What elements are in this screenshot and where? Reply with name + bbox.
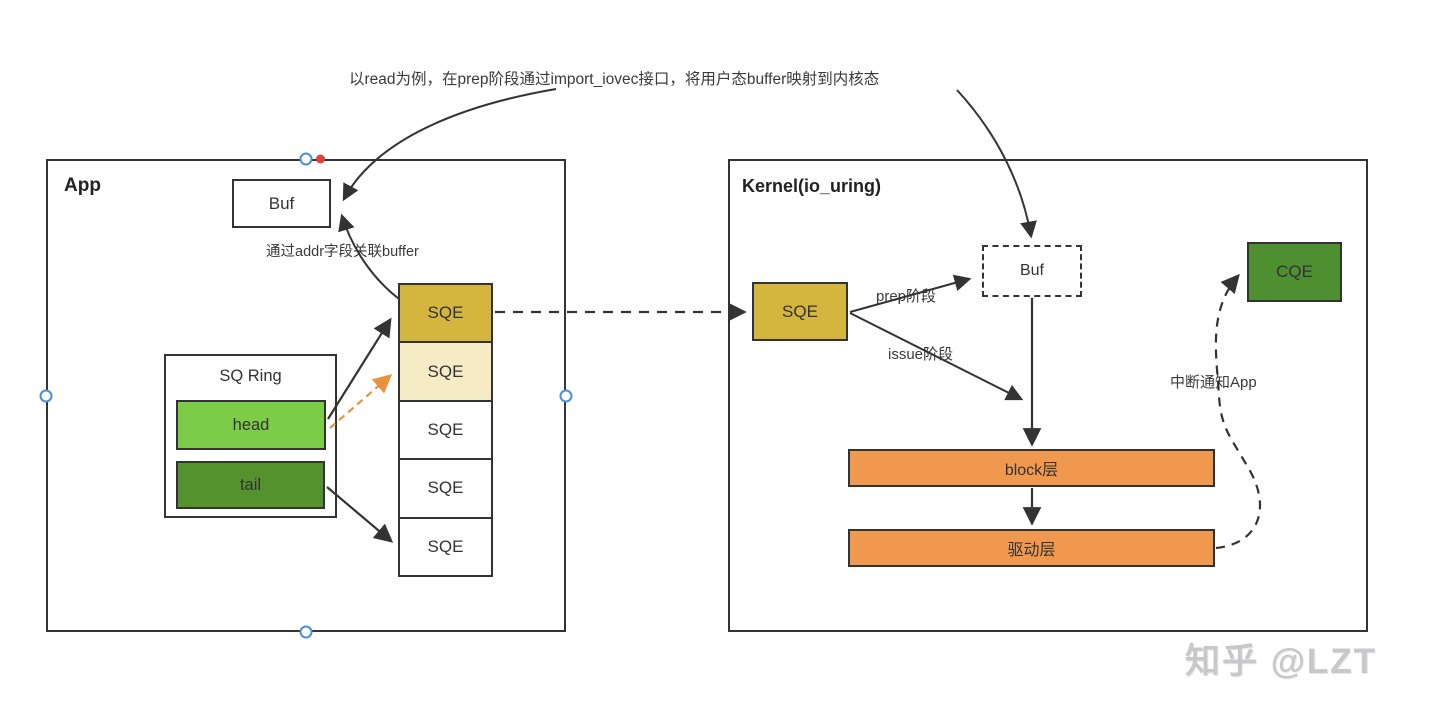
watermark: 知乎 @LZT: [1185, 642, 1377, 681]
sqe-cell[interactable]: SQE: [400, 285, 491, 344]
app-title: App: [64, 175, 101, 196]
kernel-sqe-box[interactable]: SQE: [752, 282, 848, 341]
sqe-array: SQE SQE SQE SQE SQE: [398, 283, 493, 577]
addr-annotation: 通过addr字段关联buffer: [266, 244, 419, 260]
sqe-cell[interactable]: SQE: [400, 343, 491, 402]
driver-layer-box[interactable]: 驱动层: [848, 529, 1215, 567]
interrupt-label: 中断通知App: [1170, 374, 1257, 391]
top-annotation: 以read为例，在prep阶段通过import_iovec接口，将用户态buff…: [349, 71, 880, 88]
kernel-box[interactable]: [728, 159, 1368, 632]
prep-stage-label: prep阶段: [876, 288, 937, 305]
kernel-buf-box[interactable]: Buf: [982, 245, 1082, 297]
kernel-title: Kernel(io_uring): [742, 176, 882, 196]
app-buf-box[interactable]: Buf: [232, 179, 331, 228]
block-layer-box[interactable]: block层: [848, 449, 1215, 487]
sqe-cell[interactable]: SQE: [400, 401, 491, 461]
sqe-cell[interactable]: SQE: [400, 460, 491, 519]
cqe-box[interactable]: CQE: [1247, 242, 1342, 302]
sq-ring-title: SQ Ring: [219, 367, 282, 385]
tail-box[interactable]: tail: [176, 461, 325, 509]
issue-stage-label: issue阶段: [888, 346, 954, 363]
sqe-cell[interactable]: SQE: [400, 518, 491, 576]
head-box[interactable]: head: [176, 400, 326, 450]
